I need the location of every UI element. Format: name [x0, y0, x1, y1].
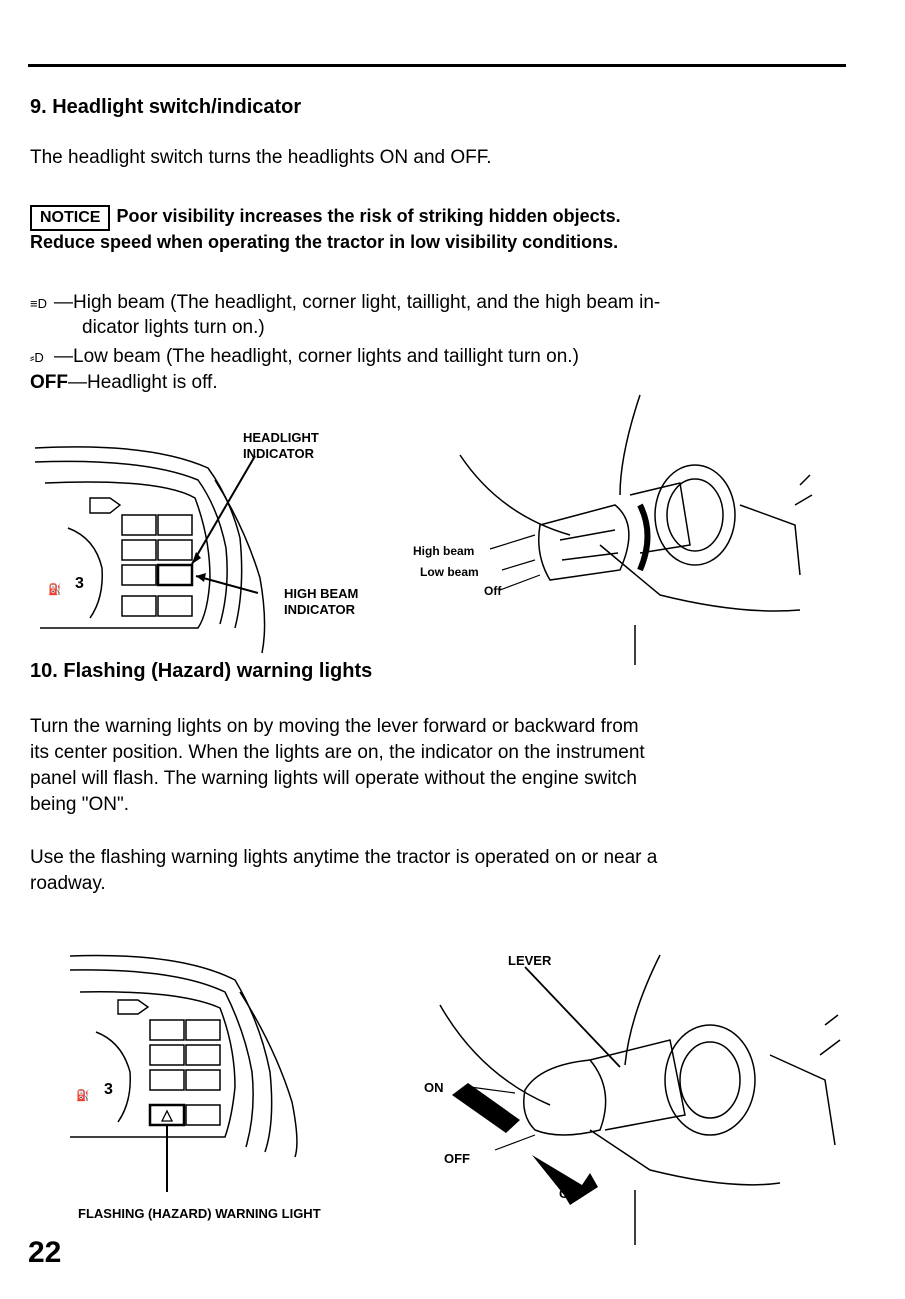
section-10-para1-line3: panel will flash. The warning lights wil… — [30, 768, 637, 789]
switch-low-beam-label: Low beam — [420, 565, 479, 579]
top-rule — [28, 64, 846, 67]
notice-line-2: Reduce speed when operating the tractor … — [30, 232, 619, 252]
high-beam-text: —High beam (The headlight, corner light,… — [54, 292, 661, 313]
section-10-para1-line4: being "ON". — [30, 794, 130, 815]
lever-label: LEVER — [508, 953, 552, 968]
hazard-caption: FLASHING (HAZARD) WARNING LIGHT — [78, 1206, 321, 1221]
gauge-number: 3 — [104, 1081, 113, 1098]
page-number: 22 — [28, 1236, 62, 1269]
high-beam-icon: ≡D — [30, 296, 47, 311]
notice-badge: NOTICE — [30, 205, 111, 231]
high-beam-indicator-label-2: INDICATOR — [284, 602, 356, 617]
section-10-para1-line1: Turn the warning lights on by moving the… — [30, 716, 639, 737]
fuel-icon: ⛽ — [48, 583, 62, 596]
gauge-number: 3 — [75, 575, 84, 592]
headlight-indicator-label-2: INDICATOR — [243, 446, 315, 461]
notice-line-1: Poor visibility increases the risk of st… — [116, 206, 621, 226]
switch-high-beam-label: High beam — [413, 544, 475, 558]
section-10-para2-line1: Use the flashing warning lights anytime … — [30, 847, 658, 868]
low-beam-line: ⸗D —Low beam (The headlight, corner light… — [30, 344, 579, 371]
on-left-label: ON — [424, 1080, 444, 1095]
off-text: —Headlight is off. — [68, 372, 218, 393]
section-10-heading: 10. Flashing (Hazard) warning lights — [30, 660, 373, 682]
high-beam-indicator-label-1: HIGH BEAM — [284, 586, 359, 601]
headlight-switch-diagram — [459, 394, 813, 665]
hazard-lever-diagram — [439, 954, 841, 1245]
fuel-icon: ⛽ — [76, 1089, 90, 1102]
off-key: OFF — [30, 372, 68, 393]
high-beam-line-2: dicator lights turn on.) — [82, 317, 265, 338]
section-9-heading: 9. Headlight switch/indicator — [30, 96, 302, 118]
switch-off-label: Off — [484, 584, 502, 598]
section-9-intro: The headlight switch turns the headlight… — [30, 147, 492, 168]
headlight-indicator-label-1: HEADLIGHT — [243, 430, 319, 445]
on-right-label: ON — [559, 1186, 579, 1201]
low-beam-text: —Low beam (The headlight, corner lights … — [54, 346, 579, 367]
section-10-para2-line2: roadway. — [30, 873, 106, 894]
hazard-panel-diagram: ⛽ 3 — [69, 954, 298, 1192]
instrument-panel-diagram: ⛽ 3 — [34, 446, 266, 654]
off-line: OFF—Headlight is off. — [30, 370, 218, 396]
high-beam-line-1: ≡D —High beam (The headlight, corner ligh… — [30, 290, 660, 317]
off-label: OFF — [444, 1151, 470, 1166]
section-10-para1-line2: its center position. When the lights are… — [30, 742, 645, 763]
low-beam-icon: ⸗D — [30, 350, 44, 365]
